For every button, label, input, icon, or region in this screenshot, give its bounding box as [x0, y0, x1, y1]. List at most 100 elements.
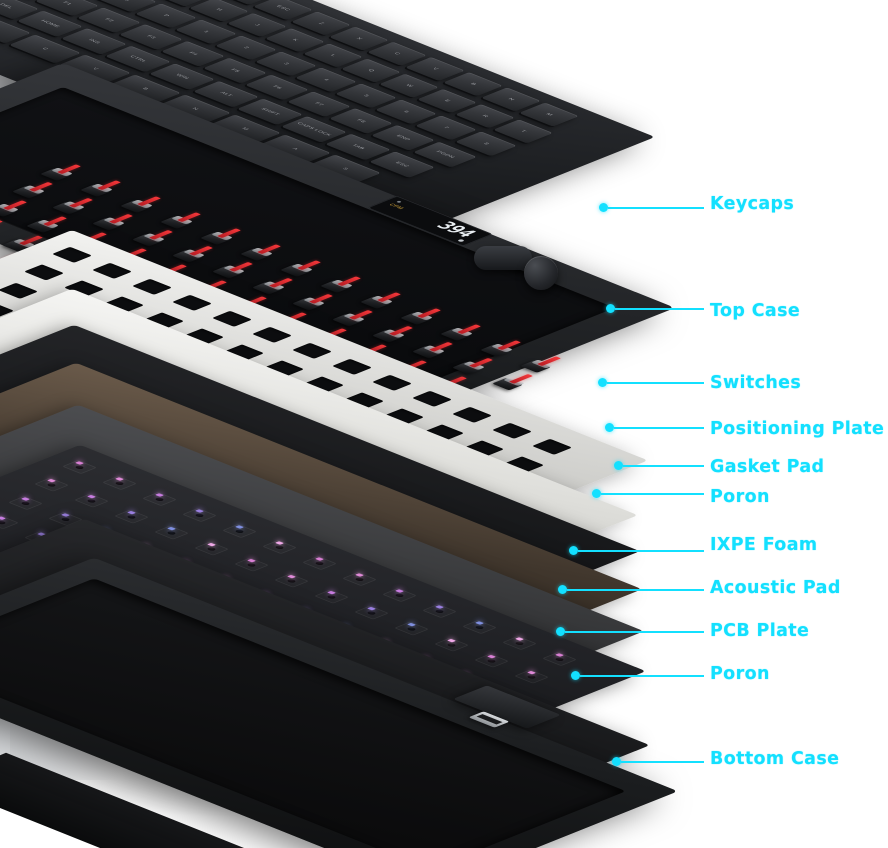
keycap-legend: B: [140, 87, 150, 91]
keycap-legend: S: [340, 167, 350, 171]
callout-dot-poron-upper: [592, 489, 601, 498]
keycap-legend: F8: [355, 118, 367, 124]
callout-label-positioning-plate: Positioning Plate: [710, 418, 885, 439]
keycap-legend: P: [161, 14, 171, 18]
mechanical-switch: [480, 340, 521, 357]
keycap-legend: V: [90, 67, 100, 71]
keycap-legend: F7: [313, 101, 325, 107]
callout-dot-bottom-case: [612, 757, 621, 766]
mechanical-switch: [292, 294, 333, 311]
mechanical-switch: [240, 244, 281, 261]
keycap-legend: F4: [187, 51, 199, 57]
keycap-legend: 6: [402, 110, 410, 114]
keycap-legend: K: [290, 38, 300, 42]
oled-corner-dot: [457, 239, 465, 243]
callout-line-keycaps: [608, 207, 704, 209]
keycap-legend: DEL: [0, 3, 14, 10]
mechanical-switch: [332, 310, 373, 327]
callout-label-ixpe-foam: IXPE Foam: [710, 534, 818, 555]
rotary-knob[interactable]: [524, 256, 558, 290]
callout-line-acoustic-pad: [567, 589, 704, 591]
keycap-legend: HOME: [39, 19, 61, 29]
keycap-legend: Q: [366, 68, 376, 73]
keycap-legend: Z: [316, 21, 326, 26]
keycap-legend: 3: [282, 62, 290, 66]
keycap-legend: F5: [229, 68, 241, 73]
keycap-legend: 7: [442, 126, 450, 130]
mechanical-switch: [360, 292, 401, 309]
callout-line-poron-lower: [580, 675, 704, 677]
callout-label-keycaps: Keycaps: [710, 193, 795, 214]
mechanical-switch: [120, 196, 161, 213]
keycap-legend: 1: [202, 30, 210, 34]
callout-line-bottom-case: [621, 761, 704, 763]
keycap-legend: L: [329, 53, 337, 57]
plate-cutout: [332, 358, 372, 375]
mechanical-switch: [280, 260, 321, 277]
mechanical-switch: [172, 246, 213, 263]
callout-line-pcb-plate: [565, 631, 704, 633]
callout-line-positioning-plate: [614, 427, 704, 429]
keycap-legend: PGDN: [434, 150, 456, 159]
plate-cutout: [532, 438, 572, 455]
keycap-legend: 2: [242, 46, 250, 50]
keycap-legend: F6: [271, 85, 283, 90]
keycap-legend: B: [468, 82, 478, 86]
knob-housing: [474, 246, 532, 270]
oled-indicator-label: CPM: [387, 203, 406, 211]
keycap-legend: 8: [482, 142, 490, 146]
callout-dot-gasket-pad: [614, 461, 623, 470]
plate-cutout: [24, 264, 64, 281]
plate-cutout: [52, 246, 92, 263]
callout-label-bottom-case: Bottom Case: [710, 748, 840, 769]
plate-cutout: [172, 294, 212, 311]
callout-dot-acoustic-pad: [558, 585, 567, 594]
keycap-legend: INS: [86, 38, 102, 45]
callout-dot-poron-lower: [571, 671, 580, 680]
mechanical-switch: [320, 276, 361, 293]
keycap-legend: E: [442, 99, 452, 103]
callout-dot-top-case: [606, 304, 615, 313]
mechanical-switch: [520, 356, 561, 373]
keycap-legend: TAB: [350, 143, 366, 151]
keycap-legend: X: [354, 36, 364, 41]
callout-label-top-case: Top Case: [710, 300, 801, 321]
callout-label-pcb-plate: PCB Plate: [710, 620, 810, 641]
mechanical-switch: [160, 212, 201, 229]
mechanical-switch: [212, 262, 253, 279]
callout-dot-pcb-plate: [556, 627, 565, 636]
keycap-legend: ALT: [218, 91, 234, 98]
callout-dot-ixpe-foam: [569, 546, 578, 555]
keycap-legend: N: [190, 107, 200, 111]
callout-label-poron-upper: Poron: [710, 486, 770, 507]
mechanical-switch: [252, 278, 293, 295]
plate-cutout: [452, 406, 492, 423]
mechanical-switch: [372, 326, 413, 343]
callout-dot-positioning-plate: [605, 423, 614, 432]
keycap-legend: ESC: [393, 161, 411, 168]
keycap-legend: 5: [362, 94, 370, 98]
keycap-legend: 4: [322, 78, 330, 82]
callout-label-poron-lower: Poron: [710, 663, 770, 684]
callout-label-gasket-pad: Gasket Pad: [710, 456, 825, 477]
callout-line-gasket-pad: [623, 465, 704, 467]
callout-label-switches: Switches: [710, 372, 802, 393]
mechanical-switch: [200, 228, 241, 245]
keycap-legend: END: [394, 134, 412, 142]
callout-line-ixpe-foam: [578, 550, 704, 552]
mechanical-switch: [92, 214, 133, 231]
keycap-legend: CAPS LOCK: [295, 121, 333, 137]
mechanical-switch: [12, 182, 53, 199]
mechanical-switch: [492, 374, 533, 391]
keycap-legend: M: [240, 127, 250, 131]
callout-line-poron-upper: [601, 493, 704, 495]
callout-dot-keycaps: [599, 203, 608, 212]
switch-stem: [0, 219, 3, 230]
keycap-legend: T: [518, 129, 528, 134]
keycap-legend: R: [480, 114, 490, 118]
keycap-legend: C: [392, 52, 402, 56]
oled-status-dot: [396, 200, 402, 203]
mechanical-switch: [440, 324, 481, 341]
plate-cutout: [412, 390, 452, 407]
